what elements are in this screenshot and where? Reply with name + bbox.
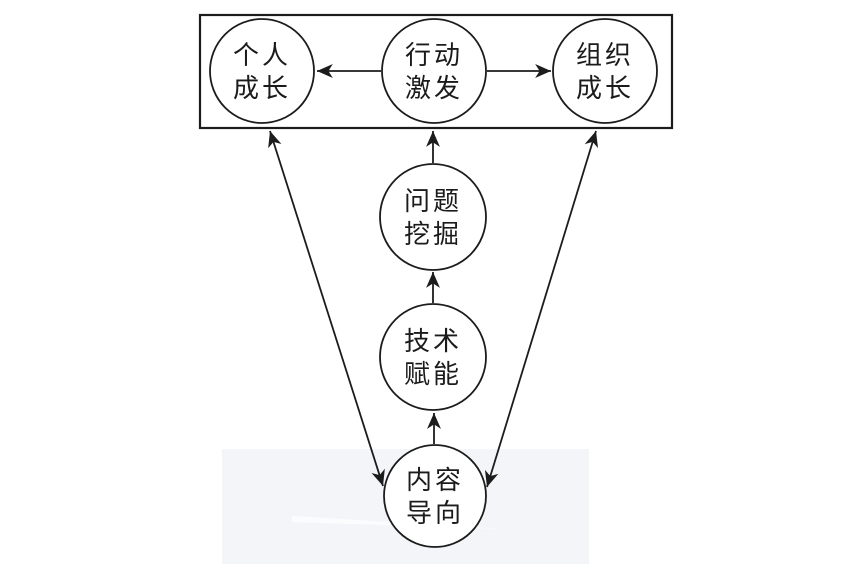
node-label-line1: 问题: [404, 187, 462, 217]
edges: [268, 64, 599, 488]
node-circle: [209, 18, 315, 124]
edge-content-org-bidirectional: [484, 130, 599, 488]
node-label-line2: 成长: [576, 74, 634, 104]
node-circle: [379, 163, 487, 271]
node-label-line1: 个人: [233, 41, 291, 71]
node-circle: [383, 444, 487, 548]
edge-content-personal-bidirectional: [268, 130, 385, 487]
growth-frame: [198, 13, 674, 130]
node-personal-growth: 个人 成长: [209, 18, 315, 124]
node-label-line2: 成长: [233, 74, 291, 104]
node-label-line2: 赋能: [404, 360, 462, 390]
node-org-growth: 组织 成长: [552, 18, 658, 124]
node-label-line2: 挖掘: [404, 220, 462, 250]
node-circle: [379, 303, 487, 411]
node-content-orientation: 内容 导向: [383, 444, 487, 548]
node-label-line2: 导向: [406, 499, 464, 529]
node-action-activation: 行动 激发: [381, 18, 487, 124]
node-circle: [381, 18, 487, 124]
node-label-line2: 激发: [405, 74, 463, 104]
node-tech-empowerment: 技术 赋能: [379, 303, 487, 411]
node-label-line1: 组织: [576, 41, 634, 71]
node-label-line1: 技术: [404, 327, 462, 357]
node-label-line1: 内容: [406, 466, 464, 496]
node-problem-mining: 问题 挖掘: [379, 163, 487, 271]
node-label-line1: 行动: [405, 41, 463, 71]
node-circle: [552, 18, 658, 124]
